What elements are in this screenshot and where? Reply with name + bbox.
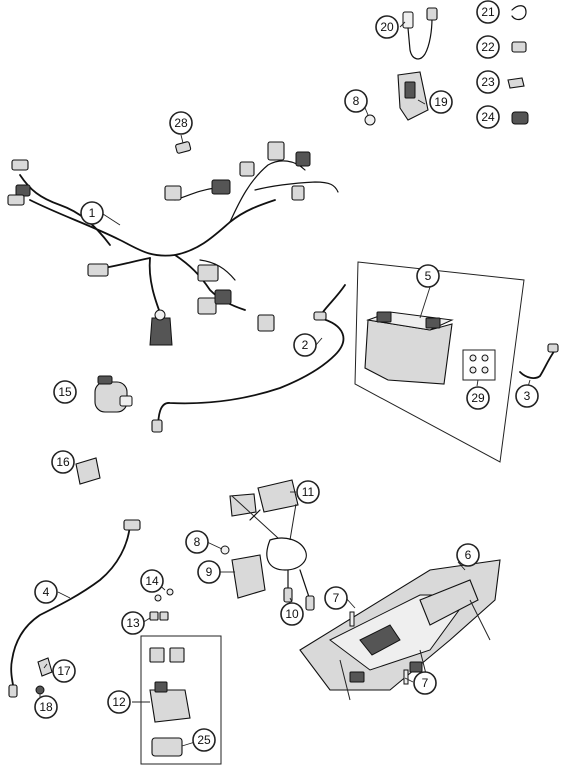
svg-text:3: 3 (524, 389, 531, 403)
svg-text:24: 24 (481, 110, 495, 124)
callout-8b: 8 (344, 89, 368, 113)
callout-19: 19 (429, 90, 453, 114)
svg-text:13: 13 (126, 616, 140, 630)
svg-text:20: 20 (380, 20, 394, 34)
svg-text:11: 11 (302, 485, 315, 499)
callout-11: 11 (296, 480, 320, 504)
svg-text:5: 5 (425, 269, 432, 283)
svg-text:29: 29 (471, 391, 485, 405)
svg-text:16: 16 (56, 455, 70, 469)
callout-1: 1 (80, 201, 104, 225)
callout-5: 5 (416, 264, 440, 288)
callout-13: 13 (121, 611, 145, 635)
callout-4: 4 (34, 580, 58, 604)
callout-28: 28 (169, 111, 193, 135)
svg-text:10: 10 (285, 607, 299, 621)
callout-15: 15 (53, 380, 77, 404)
callout-24: 24 (476, 105, 500, 129)
callout-8a: 8 (185, 530, 209, 554)
cover-part (75, 457, 101, 485)
callout-7a: 7 (324, 586, 348, 610)
callout-29: 29 (466, 386, 490, 410)
svg-text:14: 14 (145, 574, 159, 588)
callout-14: 14 (140, 569, 164, 593)
callout-12: 12 (107, 690, 131, 714)
svg-text:1: 1 (89, 206, 96, 220)
svg-text:19: 19 (434, 95, 448, 109)
short-cable-part (519, 343, 559, 379)
callout-22: 22 (476, 35, 500, 59)
callout-16: 16 (51, 450, 75, 474)
fan-sensor-part (220, 537, 315, 611)
relay-box (140, 635, 222, 765)
electronics-box-part (299, 559, 501, 701)
svg-text:23: 23 (481, 75, 495, 89)
callout-20: 20 (375, 15, 399, 39)
svg-text:9: 9 (206, 565, 213, 579)
callout-6: 6 (456, 543, 480, 567)
callout-18: 18 (34, 695, 58, 719)
battery-frame (354, 261, 525, 463)
wiring-harness-part (7, 141, 339, 346)
callout-9: 9 (197, 560, 221, 584)
callout-10: 10 (280, 602, 304, 626)
callout-2: 2 (293, 333, 317, 357)
callout-7b: 7 (413, 671, 437, 695)
svg-text:6: 6 (465, 548, 472, 562)
svg-text:21: 21 (481, 5, 495, 19)
callout-21: 21 (476, 0, 500, 24)
callout-3: 3 (515, 384, 539, 408)
svg-text:12: 12 (112, 695, 126, 709)
svg-text:2: 2 (302, 338, 309, 352)
svg-text:17: 17 (57, 664, 71, 678)
svg-text:7: 7 (333, 591, 340, 605)
svg-text:7: 7 (422, 676, 429, 690)
svg-text:25: 25 (197, 733, 211, 747)
relay-boot-part (94, 375, 133, 413)
svg-text:15: 15 (58, 385, 72, 399)
svg-text:4: 4 (43, 585, 50, 599)
callout-23: 23 (476, 70, 500, 94)
regulator-part (229, 479, 299, 541)
svg-text:28: 28 (174, 116, 188, 130)
svg-text:8: 8 (353, 94, 360, 108)
sensor-bracket-part (364, 5, 529, 126)
cable-part (151, 284, 346, 433)
small-connector-part (175, 141, 192, 154)
callout-17: 17 (52, 659, 76, 683)
svg-text:18: 18 (39, 700, 53, 714)
callout-25: 25 (192, 728, 216, 752)
ground-cable-part (8, 519, 141, 698)
svg-text:8: 8 (194, 535, 201, 549)
svg-text:22: 22 (481, 40, 495, 54)
